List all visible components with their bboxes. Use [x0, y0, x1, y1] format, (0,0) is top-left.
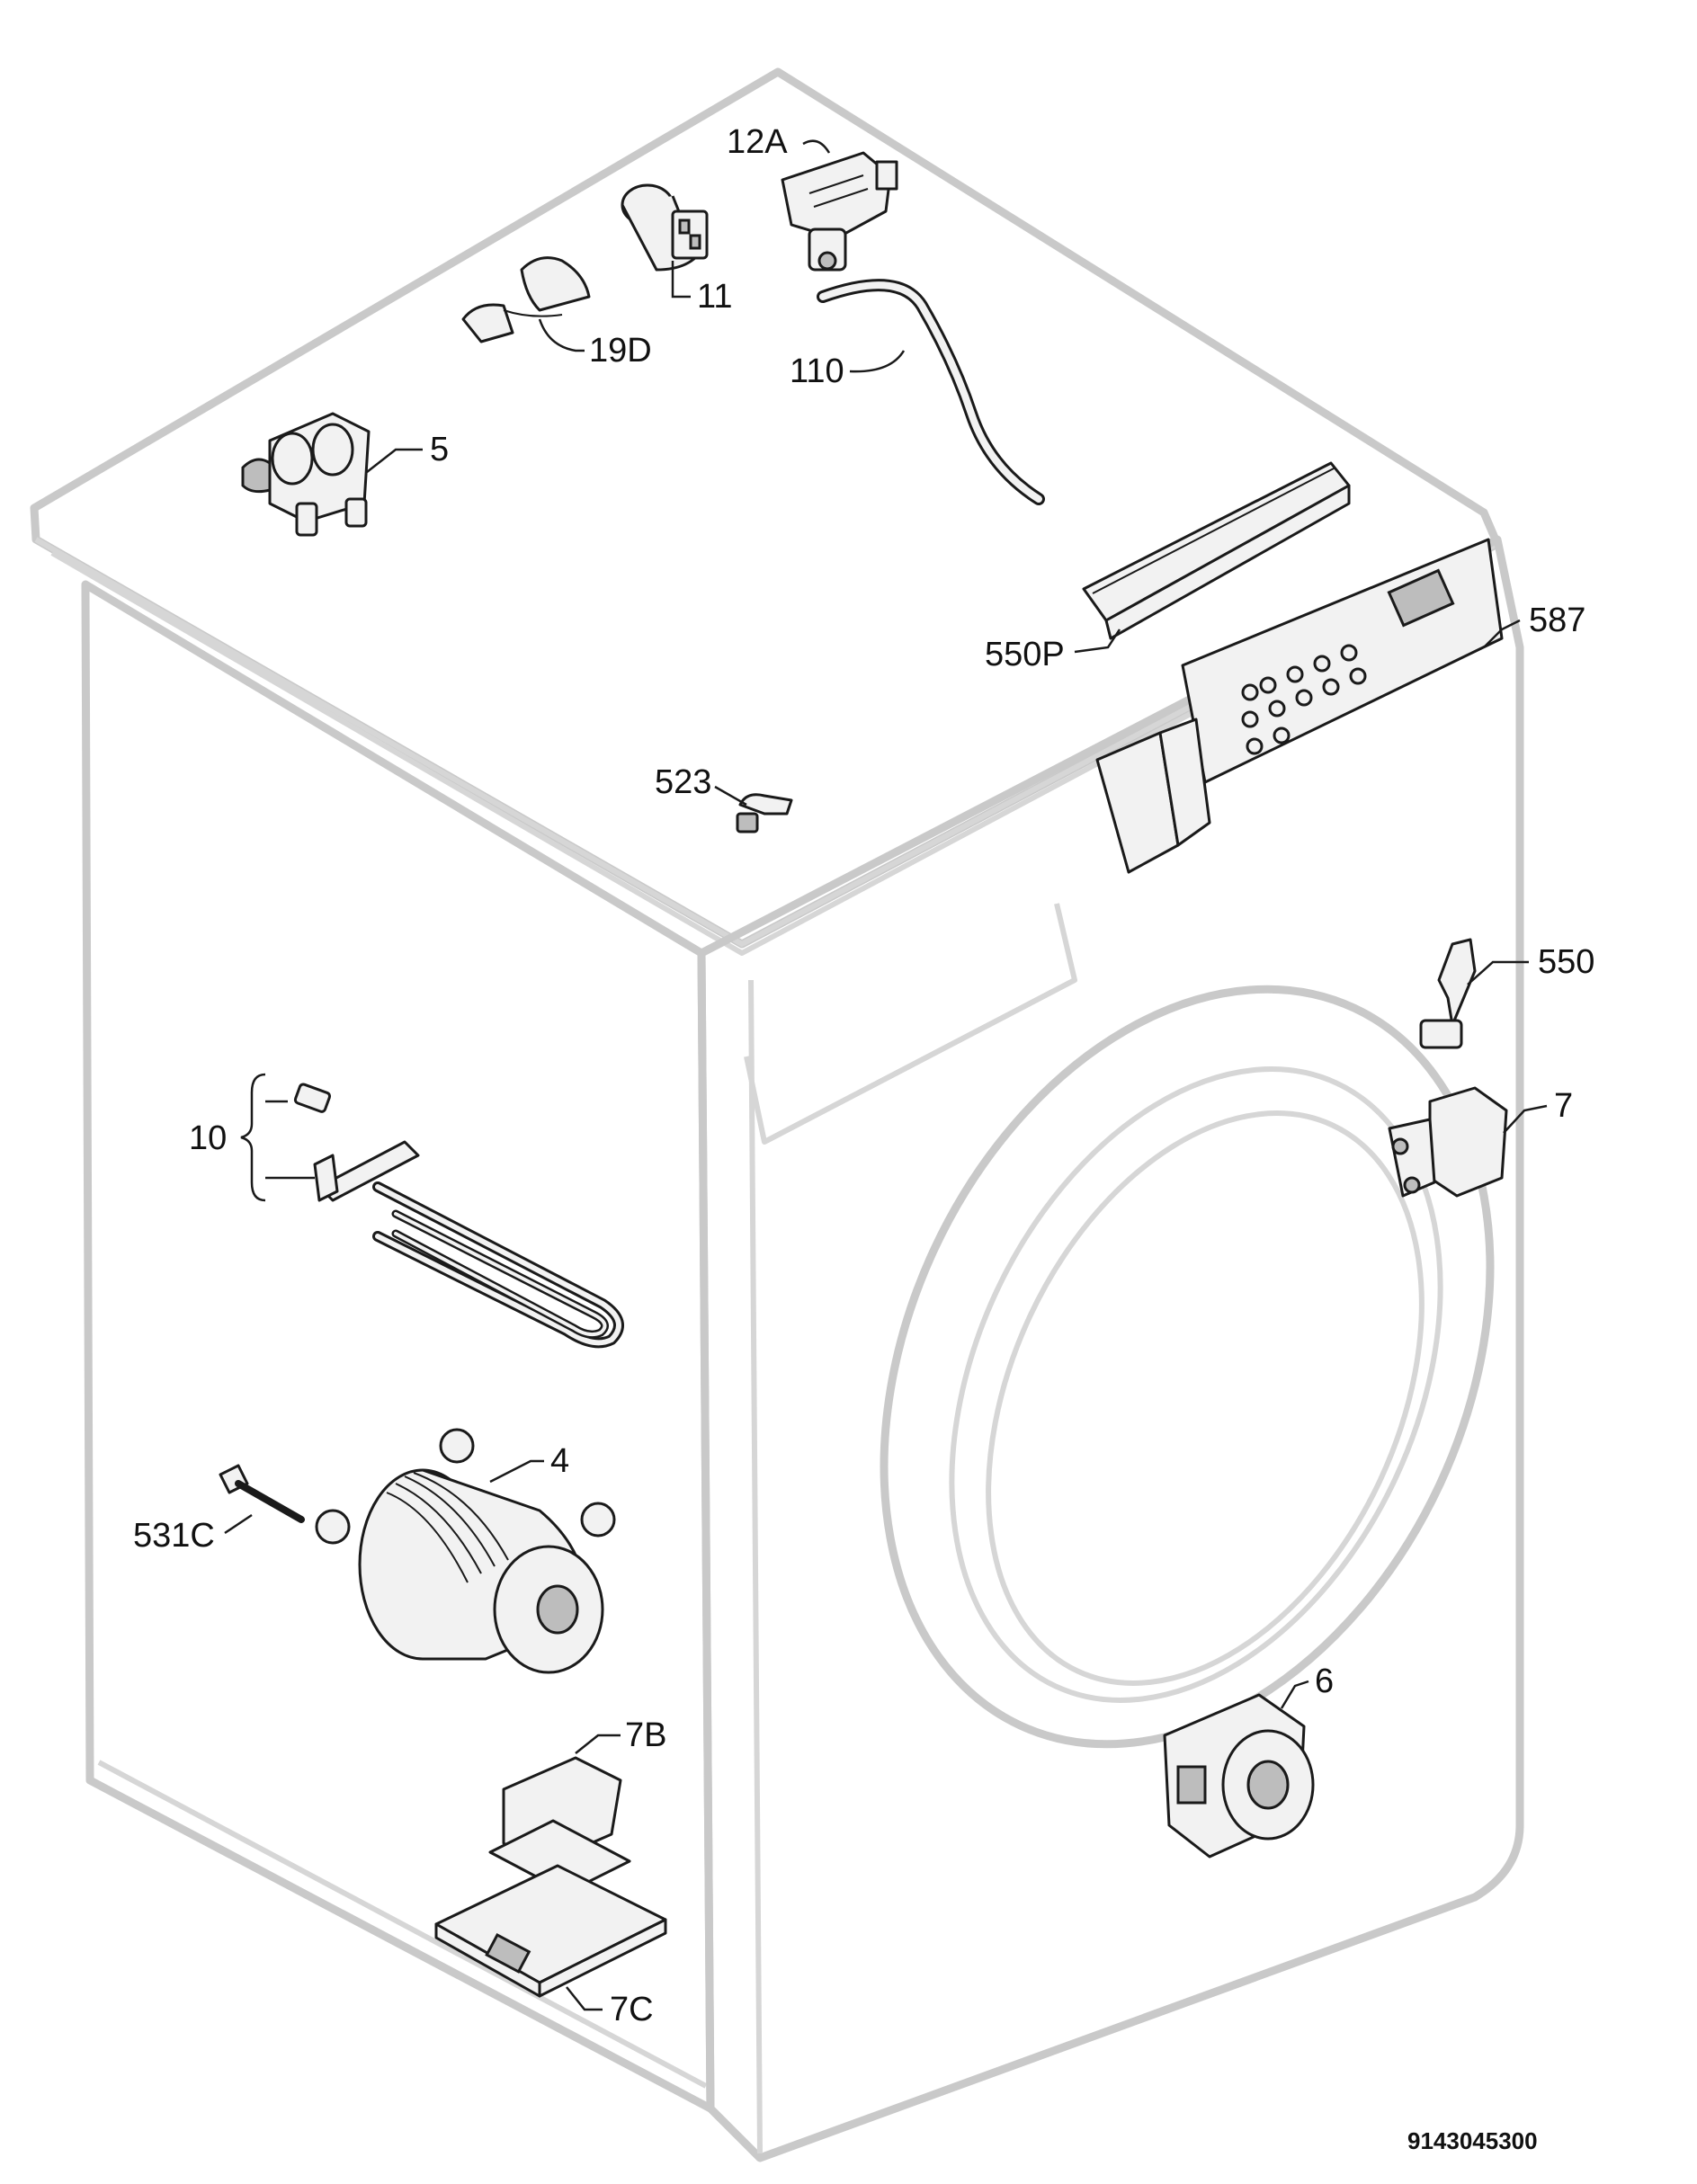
label-110: 110: [790, 352, 844, 390]
part-550p-panel-trim: [1074, 461, 1351, 654]
board-components: [1241, 644, 1367, 755]
part-19d-bracket: [461, 256, 591, 352]
part-523-clip: [714, 785, 793, 833]
label-587: 587: [1529, 602, 1585, 639]
part-587-control-board: [1095, 538, 1521, 874]
label-6: 6: [1315, 1663, 1334, 1700]
label-7: 7: [1554, 1087, 1573, 1125]
part-6-drain-pump: [1163, 1680, 1315, 1859]
label-12a: 12A: [727, 123, 788, 161]
part-531c-screw: [219, 1464, 305, 1535]
label-7c: 7C: [610, 1991, 654, 2028]
part-110-hose: [817, 279, 1045, 505]
label-11: 11: [697, 278, 732, 316]
label-550: 550: [1538, 943, 1594, 981]
label-5: 5: [430, 431, 449, 468]
label-7b: 7B: [625, 1716, 666, 1754]
label-19d: 19D: [589, 332, 652, 370]
label-550p: 550P: [985, 636, 1065, 673]
label-523: 523: [655, 763, 711, 801]
part-550-door-handle: [1419, 938, 1529, 1049]
part-7-door-interlock: [1388, 1086, 1548, 1198]
part-11-suppressor: [621, 183, 709, 299]
document-code: 9143045300: [1407, 2127, 1538, 2154]
part-5-inlet-valve: [241, 412, 423, 537]
part-7b-7c-bracket: [434, 1734, 667, 2011]
part-12a-pressure-switch: [781, 139, 898, 272]
label-10: 10: [189, 1119, 227, 1157]
part-4-motor: [315, 1428, 616, 1674]
callout-labels: 12A 11 19D 110 5 550P 587 523 550 7 10 4…: [133, 123, 1594, 2154]
label-531c: 531C: [133, 1517, 215, 1555]
cabinet-outline: [30, 67, 1524, 2162]
label-4: 4: [550, 1442, 569, 1480]
part-10-heating-element: [240, 1073, 624, 1349]
